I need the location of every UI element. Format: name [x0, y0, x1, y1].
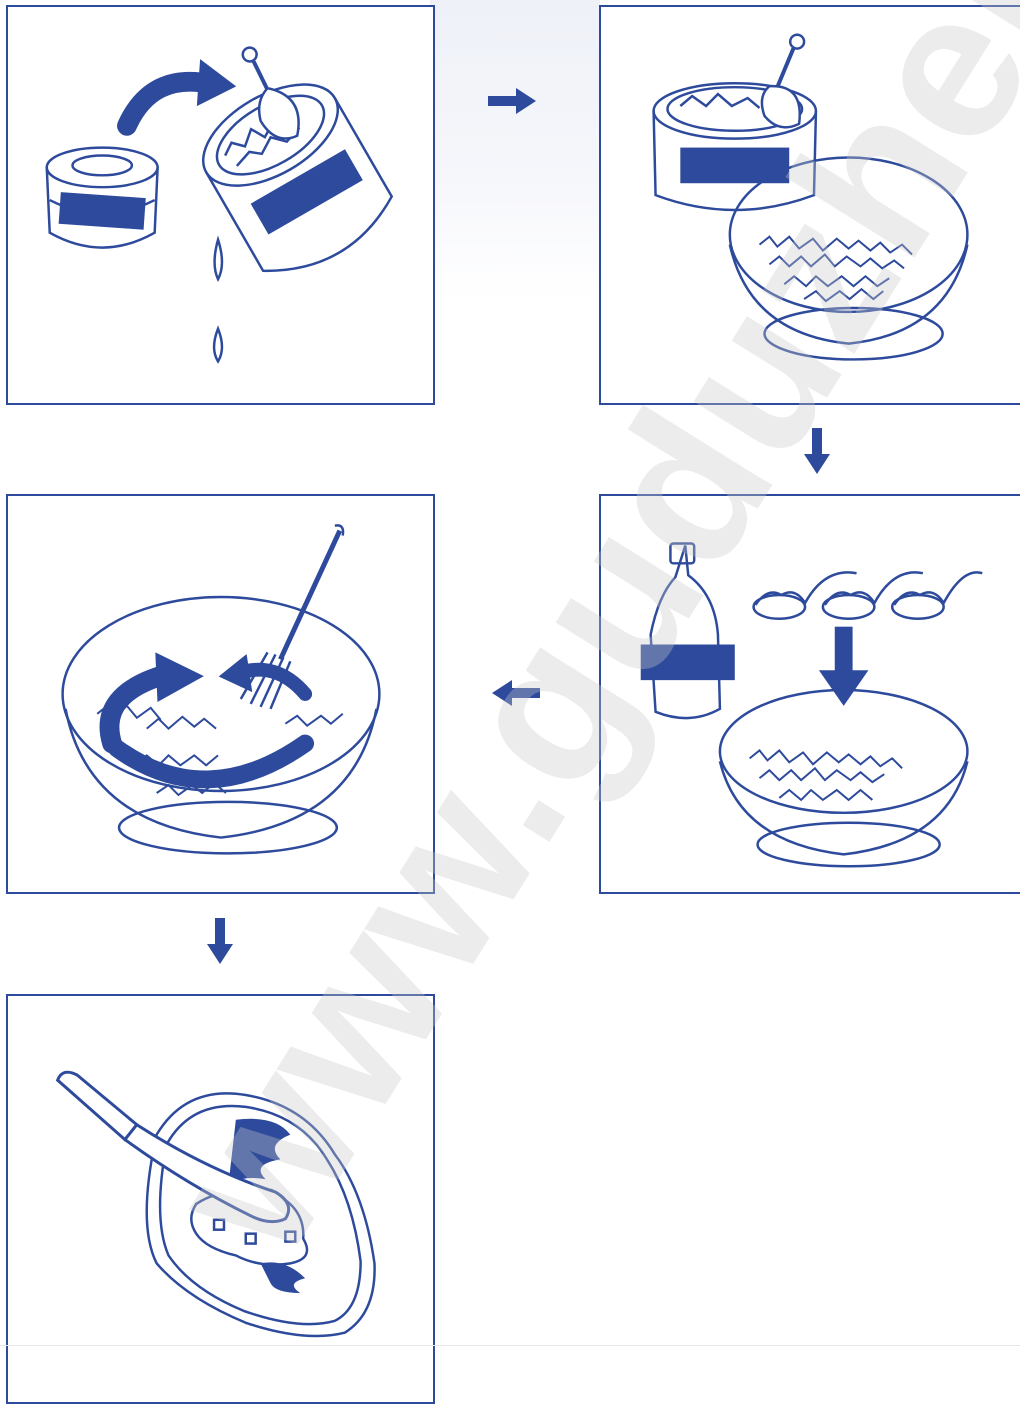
- can-label-tilted: 吞拿魚: [265, 164, 341, 224]
- step-5-panel: [6, 994, 435, 1404]
- step-3-panel: 沙律醬: [599, 494, 1020, 894]
- arrow-down-icon-2: [205, 918, 235, 966]
- divider: [0, 1345, 1020, 1346]
- arrow-left-icon: [490, 678, 540, 708]
- tuna-into-bowl-illustration: 吞拿魚: [601, 7, 1020, 403]
- add-mayonnaise-illustration: 沙律醬: [601, 496, 1020, 892]
- can-label-2: 吞拿魚: [690, 151, 762, 179]
- spread-on-bread-illustration: [8, 996, 433, 1402]
- arrow-right-icon: [488, 86, 538, 116]
- can-label: 吞拿魚: [73, 201, 133, 224]
- open-can-drain-illustration: 吞拿魚 吞拿魚: [8, 7, 433, 403]
- arrow-down-icon: [802, 428, 832, 476]
- stir-with-fork-illustration: [8, 496, 433, 892]
- step-4-panel: [6, 494, 435, 894]
- step-2-panel: 吞拿魚: [599, 5, 1020, 405]
- step-1-panel: 吞拿魚 吞拿魚: [6, 5, 435, 405]
- background-glow: [430, 0, 600, 300]
- sauce-label: 沙律醬: [645, 648, 717, 676]
